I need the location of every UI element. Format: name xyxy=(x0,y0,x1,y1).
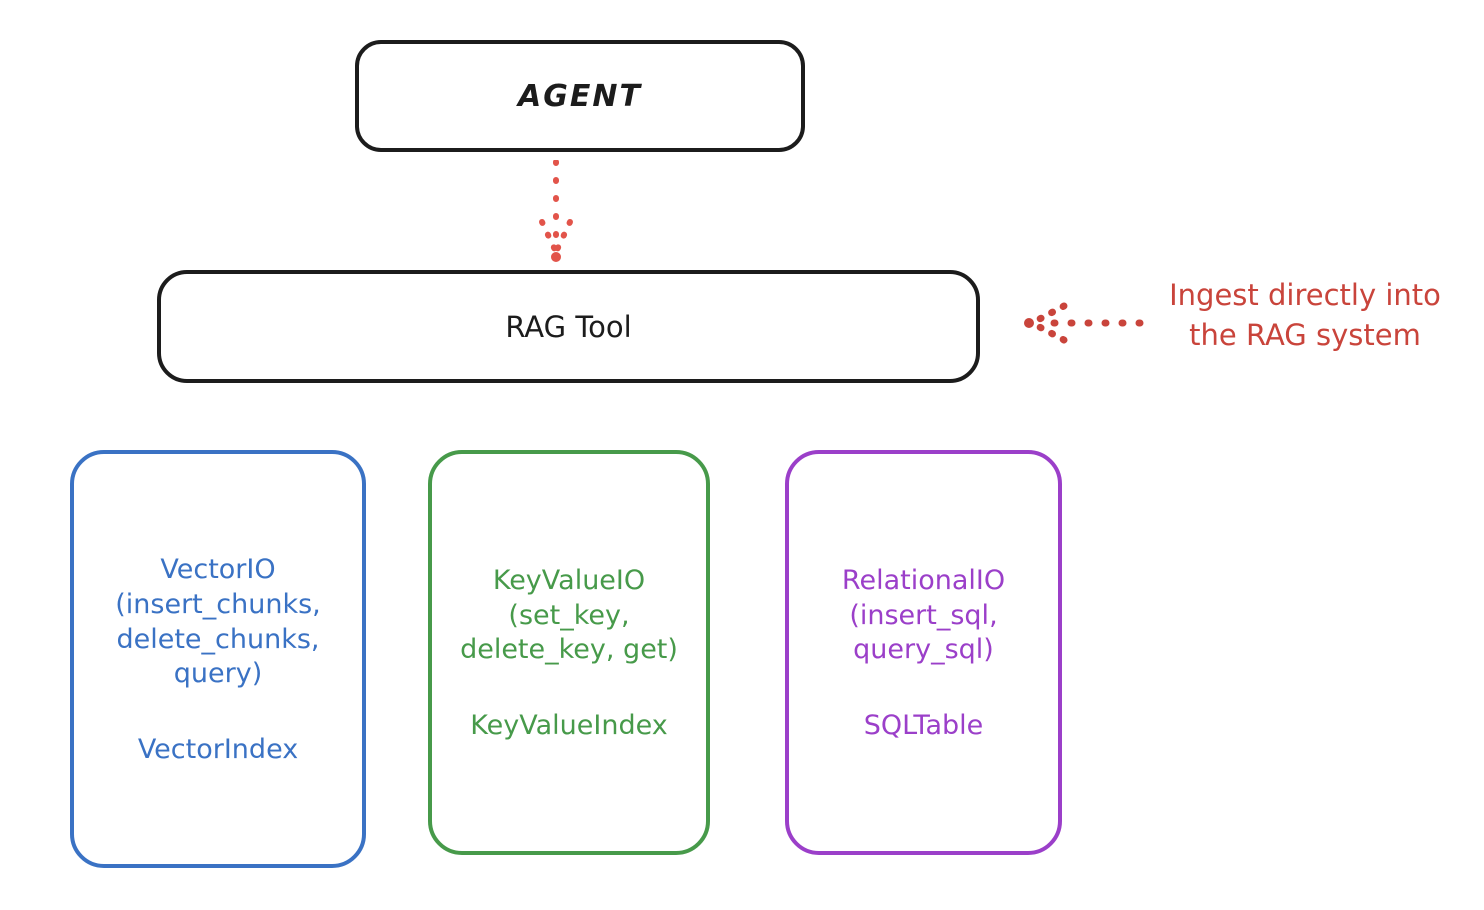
node-vector-store-index: VectorIndex xyxy=(137,733,299,765)
node-relational-store-api: RelationalIO (insert_sql, query_sql) xyxy=(841,565,1006,666)
node-agent[interactable]: AGENT xyxy=(355,40,805,152)
arrow-agent-to-rag-tool xyxy=(539,160,573,262)
node-relational-store[interactable]: RelationalIO (insert_sql, query_sql) SQL… xyxy=(785,450,1062,855)
node-relational-store-index: SQLTable xyxy=(863,709,984,741)
node-keyvalue-store-api: KeyValueIO (set_key, delete_key, get) xyxy=(460,565,678,666)
arrow-ingest-into-rag-system xyxy=(1024,302,1144,344)
node-vector-store[interactable]: VectorIO (insert_chunks, delete_chunks, … xyxy=(70,450,366,868)
node-rag-tool-label: RAG Tool xyxy=(505,309,632,344)
node-agent-label: AGENT xyxy=(518,78,642,114)
node-keyvalue-store[interactable]: KeyValueIO (set_key, delete_key, get) Ke… xyxy=(428,450,710,855)
node-vector-store-api: VectorIO (insert_chunks, delete_chunks, … xyxy=(115,554,321,690)
node-rag-tool[interactable]: RAG Tool xyxy=(157,270,980,383)
node-keyvalue-store-index: KeyValueIndex xyxy=(470,709,668,741)
annotation-ingest-text: Ingest directly into the RAG system xyxy=(1169,278,1441,353)
